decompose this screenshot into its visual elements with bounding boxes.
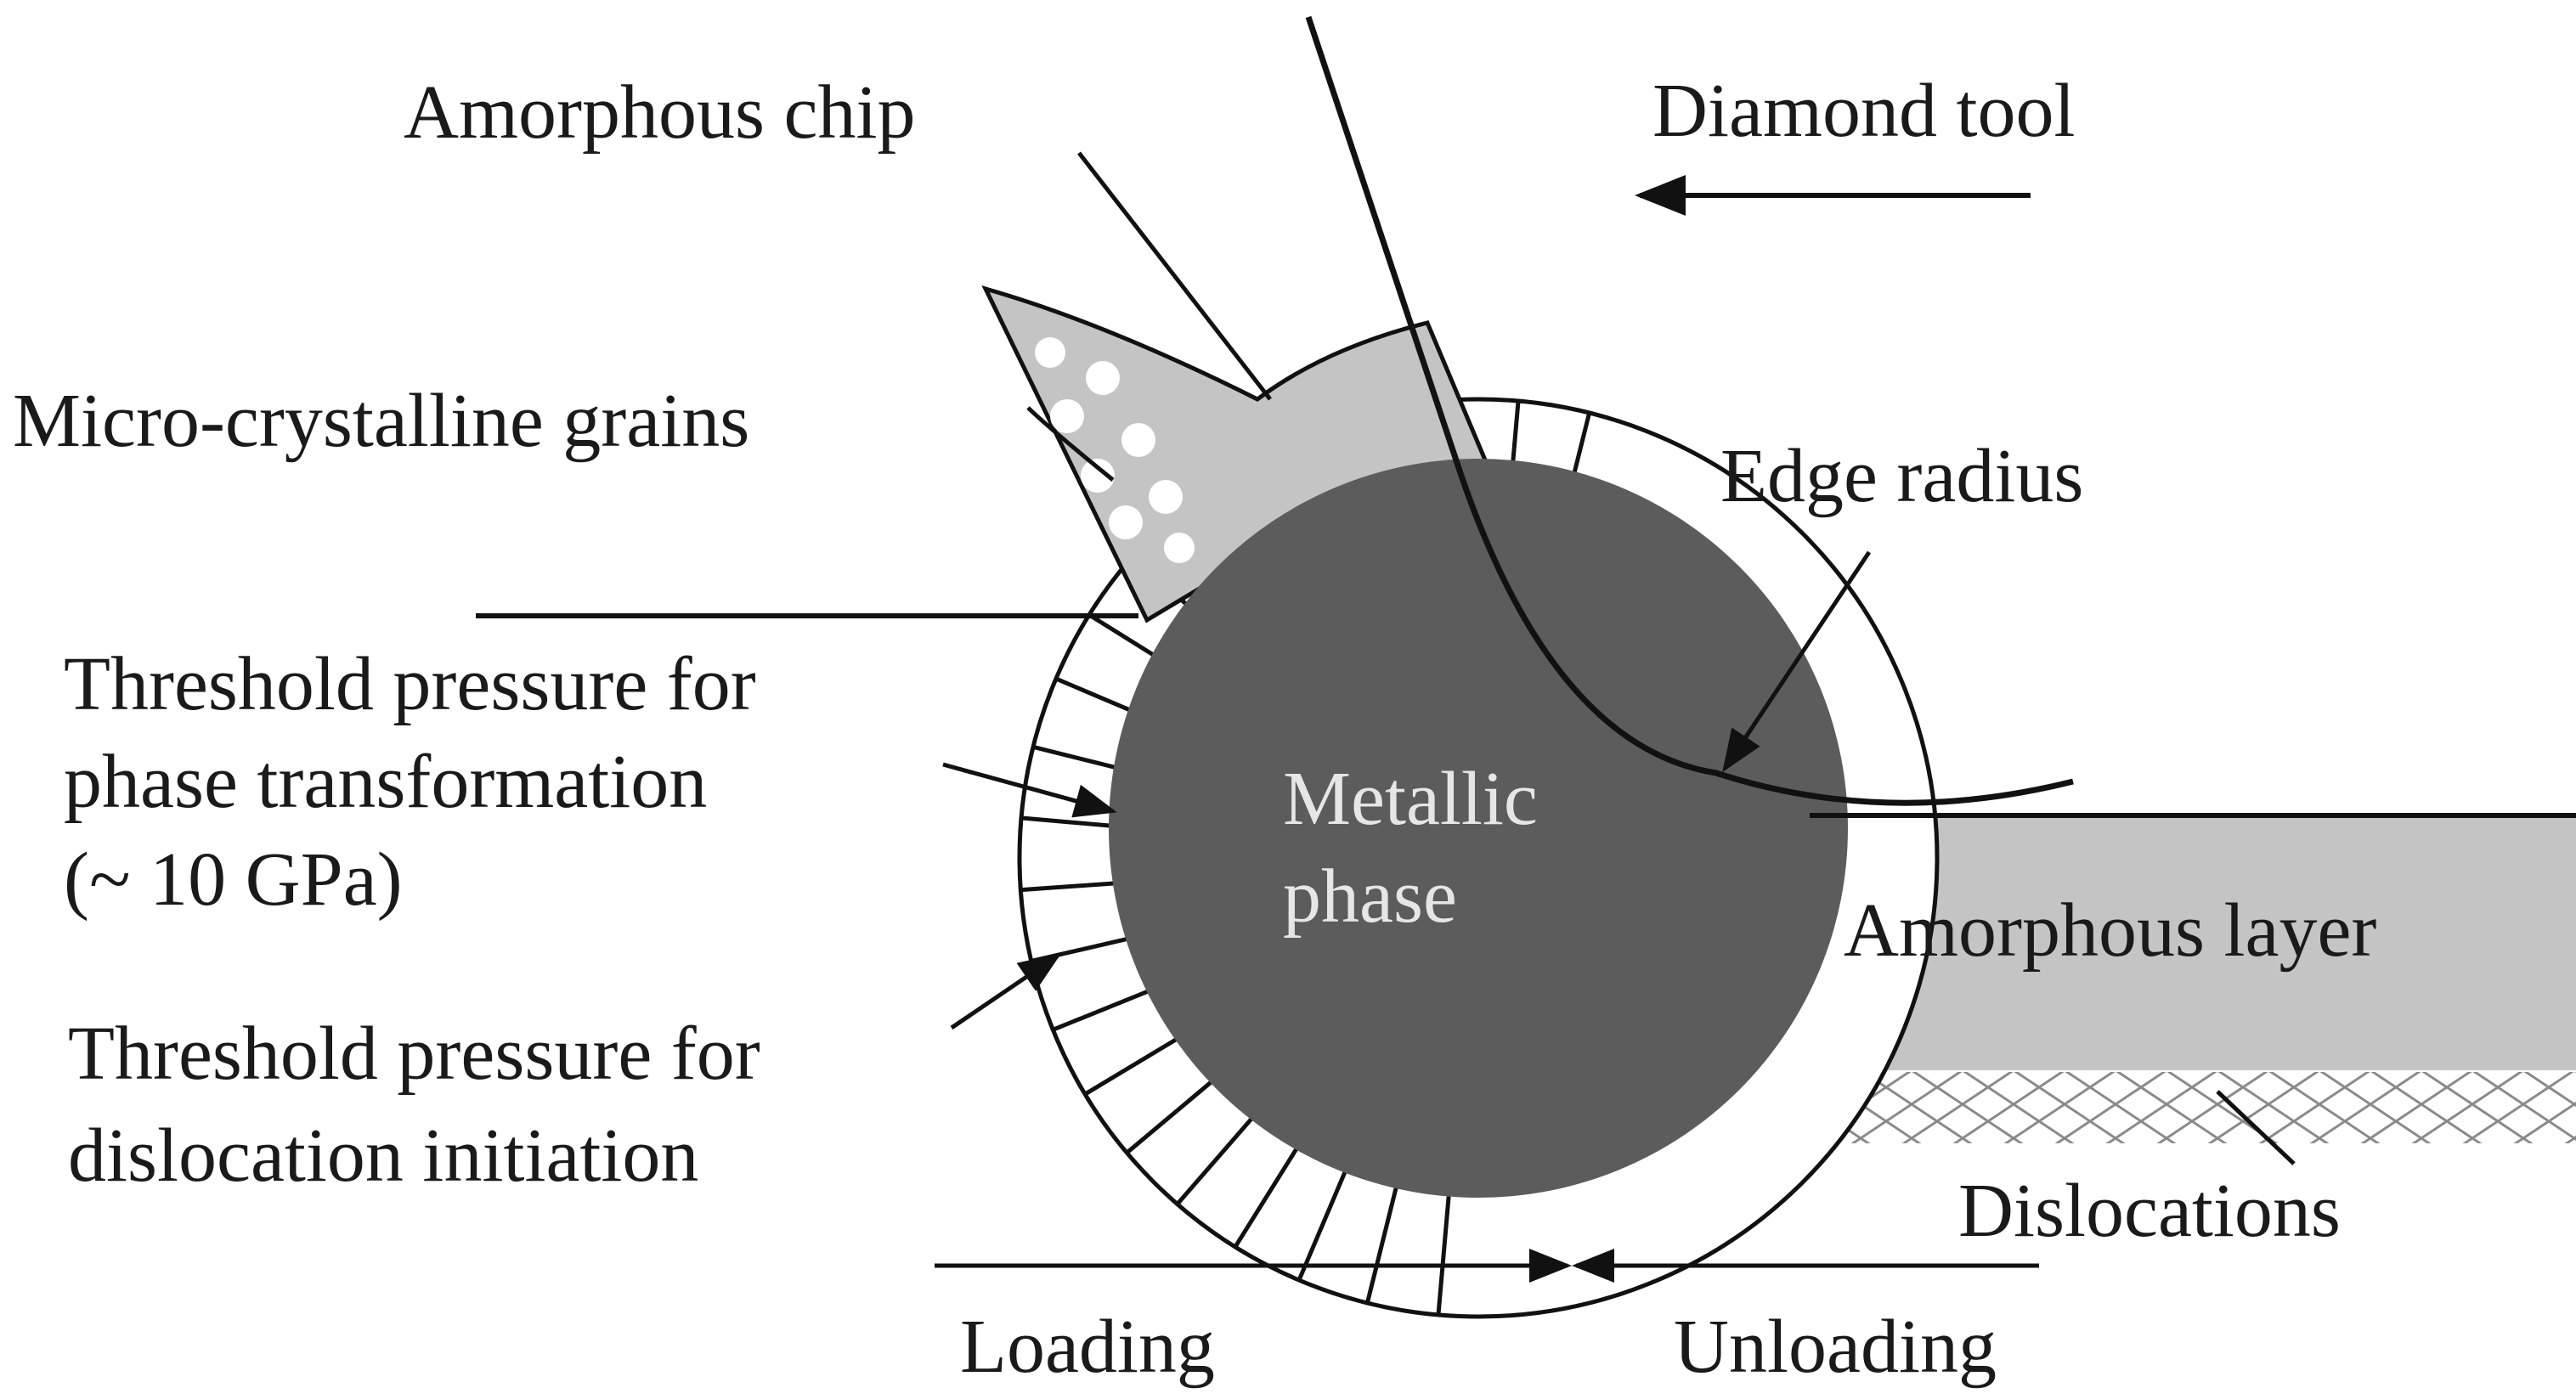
- threshold-disloc-label-line1: Threshold pressure for: [68, 1012, 760, 1096]
- ring-stripe: [1436, 1196, 1451, 1317]
- loading-label: Loading: [960, 1305, 1215, 1389]
- threshold-disloc-label-line2: dislocation initiation: [68, 1114, 698, 1198]
- amorphous-chip-label: Amorphous chip: [404, 71, 915, 155]
- disloc-threshold-leader: [950, 953, 1062, 1030]
- edge-radius-label: Edge radius: [1720, 434, 2083, 518]
- unloading-label: Unloading: [1674, 1305, 1997, 1389]
- grains-leader: [1026, 406, 1115, 482]
- metallic-phase-label-line1: Metallic: [1283, 757, 1538, 841]
- threshold-phase-label-line3: (~ 10 GPa): [64, 838, 403, 922]
- threshold-phase-label-line2: phase transformation: [64, 740, 707, 824]
- ring-stripe: [1080, 1030, 1189, 1098]
- diamond-tool: [1305, 15, 2074, 806]
- dislocations-leader: [2216, 1090, 2296, 1165]
- ring-stripe: [1172, 1113, 1257, 1209]
- micro-crystalline-grains-label: Micro-crystalline grains: [13, 379, 749, 463]
- threshold-phase-label-line1: Threshold pressure for: [64, 642, 756, 726]
- phase-threshold-leader: [942, 762, 1117, 818]
- ring-stripe: [1048, 983, 1165, 1034]
- ring-stripe: [1231, 1144, 1301, 1252]
- amorphous-layer-label: Amorphous layer: [1844, 888, 2376, 973]
- metallic-phase: [1109, 459, 1848, 1198]
- edge-radius-leader: [1722, 550, 1872, 773]
- ring-stripe: [1121, 1075, 1220, 1158]
- metallic-phase-label-line2: phase: [1283, 855, 1457, 939]
- micro-crystalline-grains: [1035, 337, 1195, 563]
- dislocations-label: Dislocations: [1958, 1169, 2341, 1253]
- chip-leader: [1077, 151, 1272, 401]
- ring-stripe: [1364, 1187, 1398, 1308]
- diamond-tool-label: Diamond tool: [1652, 69, 2075, 153]
